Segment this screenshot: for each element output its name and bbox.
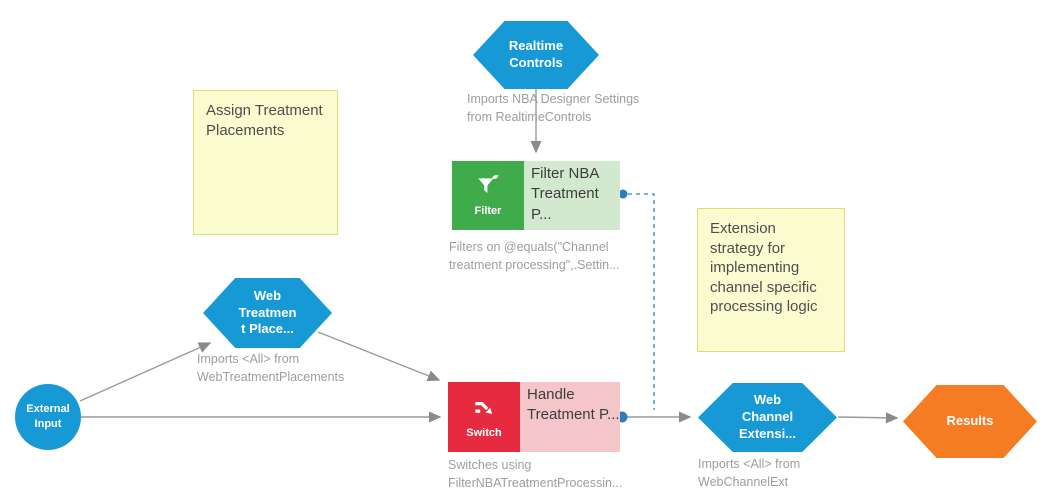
filter-node-body: Filter NBA Treatment P... [524,161,620,230]
connector-web-treatment-to-switch[interactable] [317,331,441,382]
note-text: Assign Treatment Placements [206,102,323,139]
caption-filter: Filters on @equals("Channel treatment pr… [449,240,620,273]
node-handle-treatment[interactable]: Switch Handle Treatment P... [448,382,620,452]
connector-filter-reference-dashed[interactable] [618,189,655,411]
filter-icon-label: Filter [474,205,502,217]
node-filter-nba-treatment[interactable]: Filter Filter NBA Treatment P... [452,161,620,230]
filter-icon [478,174,499,193]
note-text: Extension strategy for implementing chan… [710,220,818,315]
caption-web-channel-extension: Imports <All> from WebChannelExt [698,457,801,490]
node-label: External Input [26,403,70,430]
node-label: Realtime Controls [508,38,564,70]
node-title: Filter NBA Treatment P... [531,165,600,223]
caption-web-treatment-placements: Imports <All> from WebTreatmentPlacement… [197,352,345,385]
switch-icon-panel: Switch [448,382,520,452]
connector-web-channel-to-results[interactable] [837,412,899,424]
node-label: Web Treatmen t Place... [238,287,297,337]
note-extension-strategy[interactable]: Extension strategy for implementing chan… [697,208,845,352]
connector-switch-to-web-channel[interactable] [616,411,692,423]
node-label: Web Channel Extensi... [738,392,797,441]
caption-switch: Switches using FilterNBATreatmentProcess… [448,458,623,491]
switch-icon-label: Switch [466,426,502,439]
node-external-input[interactable]: External Input [15,384,81,450]
switch-icon [475,401,493,414]
note-assign-treatment-placements[interactable]: Assign Treatment Placements [193,90,338,235]
connector-external-to-web-treatment[interactable] [79,342,212,402]
node-label: Results [946,413,994,429]
node-web-channel-extension[interactable]: Web Channel Extensi... [698,383,837,452]
caption-realtime-controls: Imports NBA Designer Settings from Realt… [467,92,640,125]
node-title: Handle Treatment P... [527,386,620,424]
switch-node-body: Handle Treatment P... [520,382,620,452]
filter-icon-panel: Filter [452,161,524,230]
